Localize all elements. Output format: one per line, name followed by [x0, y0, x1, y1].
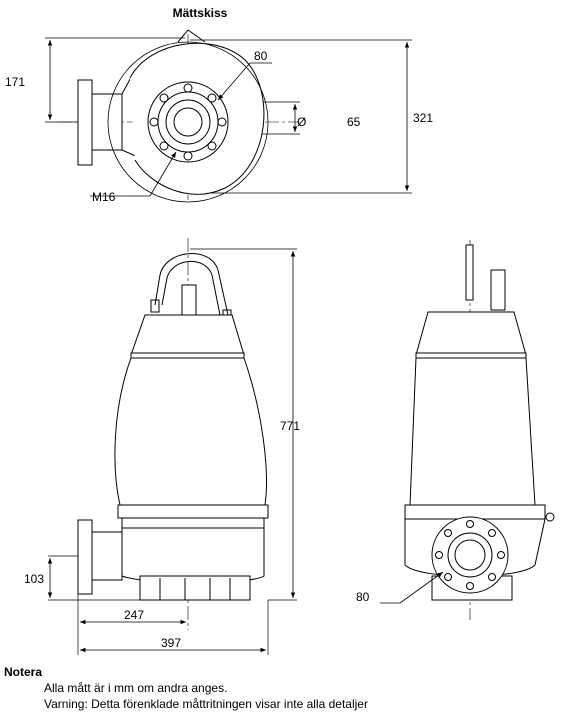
outlet-flange-top [77, 79, 93, 166]
front-view [47, 238, 297, 655]
top-width-dim: 321 [413, 111, 433, 125]
bolt-holes [149, 83, 227, 161]
pump-housing-front [121, 527, 265, 584]
side-flange-dim: 80 [356, 590, 370, 604]
notes-section: Notera Alla mått är i mm om andra anges.… [4, 664, 368, 712]
top-bolt-label: M16 [92, 190, 116, 204]
motor-body-side [409, 357, 536, 506]
front-outlet-center-dim: 247 [124, 608, 144, 622]
notes-line-2: Varning: Detta förenklade måttritningen … [44, 697, 368, 711]
drawing-title: Mättskiss [172, 6, 228, 20]
outlet-flange-front [77, 519, 93, 595]
technical-drawing: 171 321 80 Ø 65 M16 [5, 29, 555, 655]
notes-heading: Notera [4, 665, 43, 679]
top-height-dim: 171 [5, 75, 25, 89]
top-pcd-dim: 80 [254, 49, 268, 63]
front-overall-width-dim: 397 [161, 636, 181, 650]
front-height-dim: 771 [280, 419, 300, 433]
notes-line-1: Alla mått är i mm om andra anges. [44, 681, 228, 695]
top-view [45, 29, 412, 203]
front-outlet-height-dim: 103 [24, 572, 44, 586]
side-bolt-holes [435, 520, 505, 590]
motor-body-front [114, 357, 267, 506]
motor-cap-side [415, 311, 527, 356]
top-bore-dim: 65 [347, 115, 361, 129]
lifting-handle-front [154, 253, 229, 316]
motor-cap-front [130, 314, 245, 356]
side-view [380, 240, 555, 620]
top-bore-symbol: Ø [297, 115, 306, 129]
